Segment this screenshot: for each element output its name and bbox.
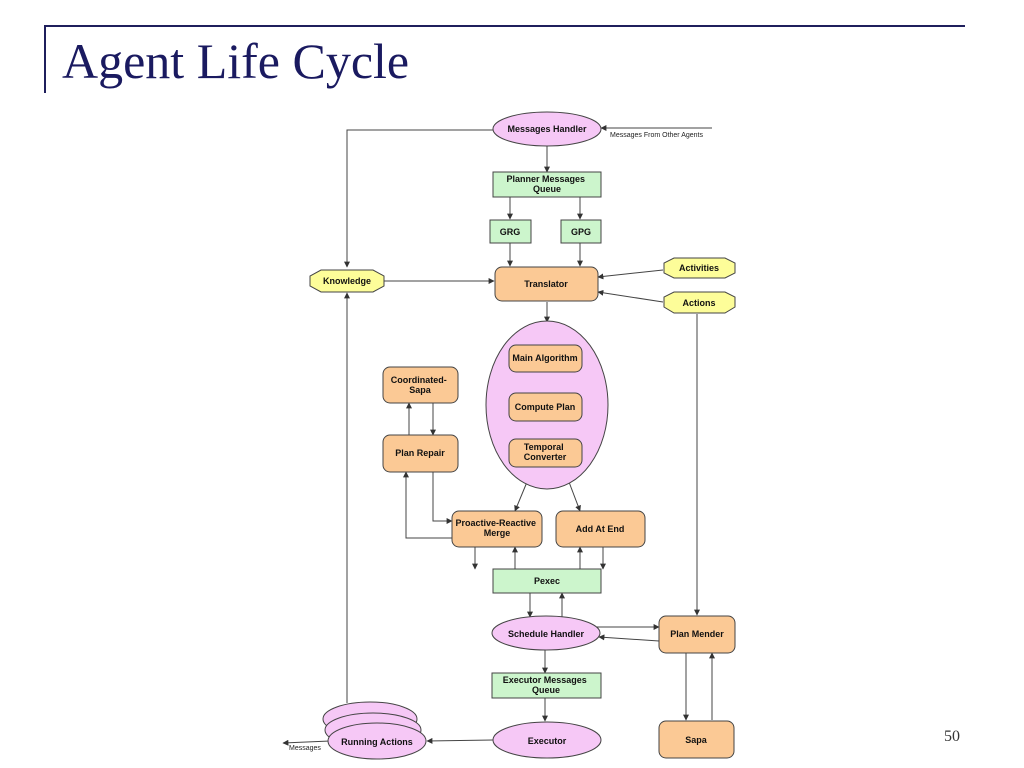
edge-executor-to-running-actions	[426, 737, 494, 744]
messages-handler-label: Messages Handler	[507, 124, 587, 134]
knowledge-node	[309, 269, 385, 293]
edge-actions-to-translator	[597, 289, 664, 303]
running-actions-node	[327, 722, 427, 760]
grg-node	[489, 219, 532, 244]
edge-planner-to-merge	[514, 481, 528, 512]
plan-mender-node	[658, 615, 736, 654]
pexec-label: Pexec	[534, 576, 560, 586]
coordinated-sapa-line-1: Coordinated-	[391, 375, 447, 385]
add-at-end-node	[555, 510, 646, 548]
add-at-end-label: Add At End	[576, 524, 625, 534]
edge-plan-mender-to-schedule	[598, 634, 660, 642]
page-number: 50	[944, 728, 960, 745]
schedule-handler-label: Schedule Handler	[508, 629, 585, 639]
edge-merge-to-repair	[403, 471, 452, 539]
executor-label: Executor	[528, 736, 567, 746]
temporal-converter-line-2: Converter	[524, 452, 567, 462]
label-messages-from-other-agents: Messages From Other Agents	[610, 132, 703, 139]
coordinated-sapa-label: Coordinated- Sapa	[391, 375, 450, 395]
edge-planner-to-add-at-end	[568, 481, 581, 512]
edge-repair-to-merge	[432, 472, 453, 524]
main-algorithm-node	[508, 344, 583, 373]
running-actions-label: Running Actions	[341, 737, 413, 747]
messages-handler-node	[492, 111, 602, 147]
translator-label: Translator	[524, 279, 568, 289]
main-algorithm-label: Main Algorithm	[512, 353, 577, 363]
planner-messages-queue-line-2: Queue	[533, 184, 561, 194]
sapa-label: Sapa	[685, 735, 708, 745]
executor-messages-queue-line-2: Queue	[532, 685, 560, 695]
schedule-handler-node	[491, 615, 601, 651]
compute-plan-label: Compute Plan	[515, 402, 576, 412]
temporal-converter-line-1: Temporal	[524, 442, 564, 452]
activities-node	[663, 257, 736, 279]
executor-messages-queue-line-1: Executor Messages	[503, 675, 587, 685]
proactive-reactive-merge-line-1: Proactive-Reactive	[455, 518, 536, 528]
coordinated-sapa-node	[382, 366, 459, 404]
gpg-label: GPG	[571, 227, 591, 237]
edge-running-actions-to-external	[282, 739, 331, 746]
sapa-node	[658, 720, 735, 759]
activities-label: Activities	[679, 263, 719, 273]
label-messages-out: Messages	[289, 745, 321, 752]
temporal-converter-label: Temporal Converter	[524, 442, 567, 462]
slide-title: Agent Life Cycle	[62, 33, 410, 89]
pexec-node	[492, 568, 602, 594]
planner-messages-queue-node	[492, 171, 602, 198]
gpg-node	[560, 219, 602, 244]
planner-messages-queue-label: Planner Messages Queue	[506, 174, 587, 194]
proactive-reactive-merge-label: Proactive-Reactive Merge	[455, 518, 538, 538]
actions-label: Actions	[682, 298, 715, 308]
executor-node	[492, 721, 602, 759]
proactive-reactive-merge-node	[451, 510, 543, 548]
edge-activities-to-translator	[597, 269, 664, 280]
actions-node	[663, 291, 736, 314]
coordinated-sapa-line-2: Sapa	[409, 385, 432, 395]
plan-repair-label: Plan Repair	[395, 448, 445, 458]
planner-messages-queue-line-1: Planner Messages	[506, 174, 585, 184]
title-rule-vertical	[44, 25, 46, 93]
compute-plan-node	[508, 392, 583, 422]
temporal-converter-node	[508, 438, 583, 468]
edge-messages-handler-to-knowledge	[344, 129, 494, 268]
executor-messages-queue-node	[491, 672, 602, 699]
title-rule-horizontal	[44, 25, 965, 27]
proactive-reactive-merge-line-2: Merge	[484, 528, 511, 538]
plan-repair-node	[382, 434, 459, 473]
grg-label: GRG	[500, 227, 521, 237]
translator-node	[494, 266, 599, 302]
plan-mender-label: Plan Mender	[670, 629, 724, 639]
edges	[282, 125, 715, 746]
knowledge-label: Knowledge	[323, 276, 371, 286]
executor-messages-queue-label: Executor Messages Queue	[503, 675, 590, 695]
